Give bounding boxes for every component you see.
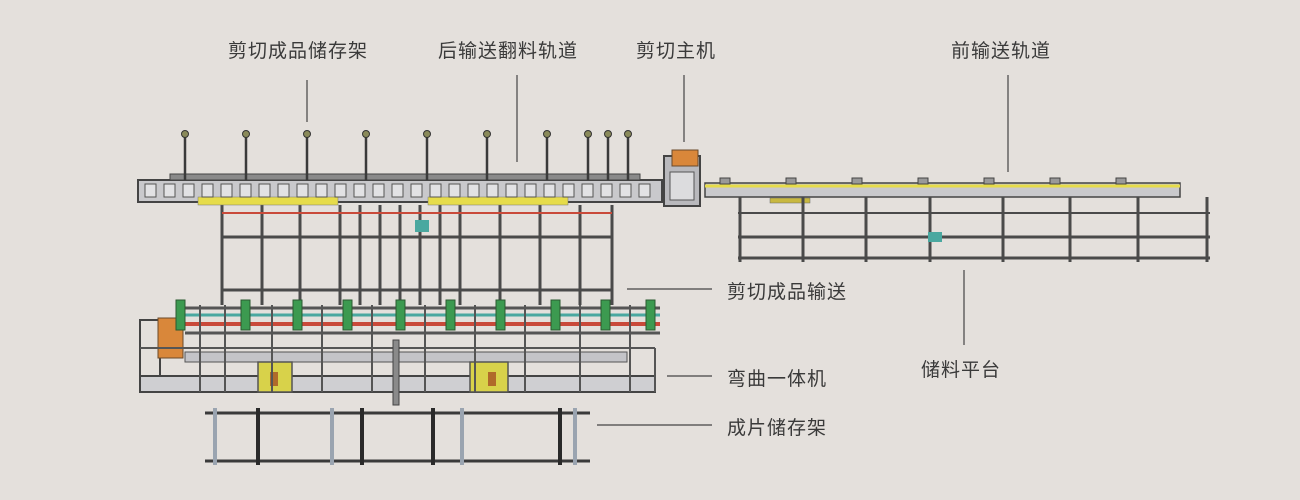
label-material-storage-platform: 储料平台 <box>921 359 1002 381</box>
front-conveyor-track <box>704 177 1181 204</box>
label-sheet-storage-rack: 成片储存架 <box>727 417 828 439</box>
roller <box>296 183 309 198</box>
roller <box>619 183 632 198</box>
arm-knob <box>423 130 431 138</box>
arm-knob <box>181 130 189 138</box>
roller <box>372 183 385 198</box>
clamp <box>292 299 303 331</box>
clamp <box>240 299 251 331</box>
clamp <box>395 299 406 331</box>
arm-knob <box>303 130 311 138</box>
roller <box>315 183 328 198</box>
track-bracket <box>719 177 731 185</box>
clamp <box>550 299 561 331</box>
yellow-guard-right <box>427 196 569 206</box>
track-bracket <box>917 177 929 185</box>
roller <box>505 183 518 198</box>
clamp <box>645 299 656 331</box>
clamp <box>495 299 506 331</box>
roller <box>581 183 594 198</box>
leader-lines <box>306 75 1009 426</box>
material-storage-platform <box>738 197 1210 262</box>
motor <box>928 232 942 242</box>
clamp <box>445 299 456 331</box>
roller <box>182 183 195 198</box>
turnover-arm-posts <box>181 130 632 180</box>
roller <box>277 183 290 198</box>
roller <box>562 183 575 198</box>
shearing-main-machine <box>663 149 701 207</box>
roller <box>467 183 480 198</box>
roller <box>144 183 157 198</box>
arm-knob <box>362 130 370 138</box>
roller <box>353 183 366 198</box>
label-finished-product-conveyor: 剪切成品输送 <box>727 281 848 303</box>
arm-knob <box>242 130 250 138</box>
clamp <box>600 299 611 331</box>
label-finished-storage-rack: 剪切成品储存架 <box>228 40 369 62</box>
bending-integrated-machine <box>139 306 660 406</box>
yellow-guard-left <box>197 196 339 206</box>
label-bending-integrated-machine: 弯曲一体机 <box>727 368 828 390</box>
roller <box>448 183 461 198</box>
roller <box>201 183 214 198</box>
roller <box>600 183 613 198</box>
arm-knob <box>624 130 632 138</box>
track-bracket <box>983 177 995 185</box>
roller <box>524 183 537 198</box>
clamp <box>342 299 353 331</box>
label-front-conveyor-track: 前输送轨道 <box>951 40 1052 62</box>
roller <box>429 183 442 198</box>
roller <box>543 183 556 198</box>
roller <box>638 183 651 198</box>
roller <box>220 183 233 198</box>
label-shearing-main-machine: 剪切主机 <box>636 40 717 62</box>
roller <box>239 183 252 198</box>
track-bracket <box>851 177 863 185</box>
roller <box>258 183 271 198</box>
arm-knob <box>483 130 491 138</box>
rear-conveyor-track <box>137 173 663 206</box>
track-bracket <box>1115 177 1127 185</box>
arm-knob <box>604 130 612 138</box>
finished-product-storage-frame <box>220 205 614 305</box>
label-rear-conveyor-track: 后输送翻料轨道 <box>438 40 579 62</box>
track-bracket <box>785 177 797 185</box>
motor <box>415 220 429 232</box>
clamp <box>175 299 186 331</box>
roller <box>410 183 423 198</box>
roller <box>334 183 347 198</box>
roller <box>391 183 404 198</box>
bending-clamps <box>175 299 656 392</box>
arm-knob <box>584 130 592 138</box>
sheet-storage-rack <box>205 408 590 465</box>
arm-knob <box>543 130 551 138</box>
roller <box>486 183 499 198</box>
track-bracket <box>1049 177 1061 185</box>
roller <box>163 183 176 198</box>
